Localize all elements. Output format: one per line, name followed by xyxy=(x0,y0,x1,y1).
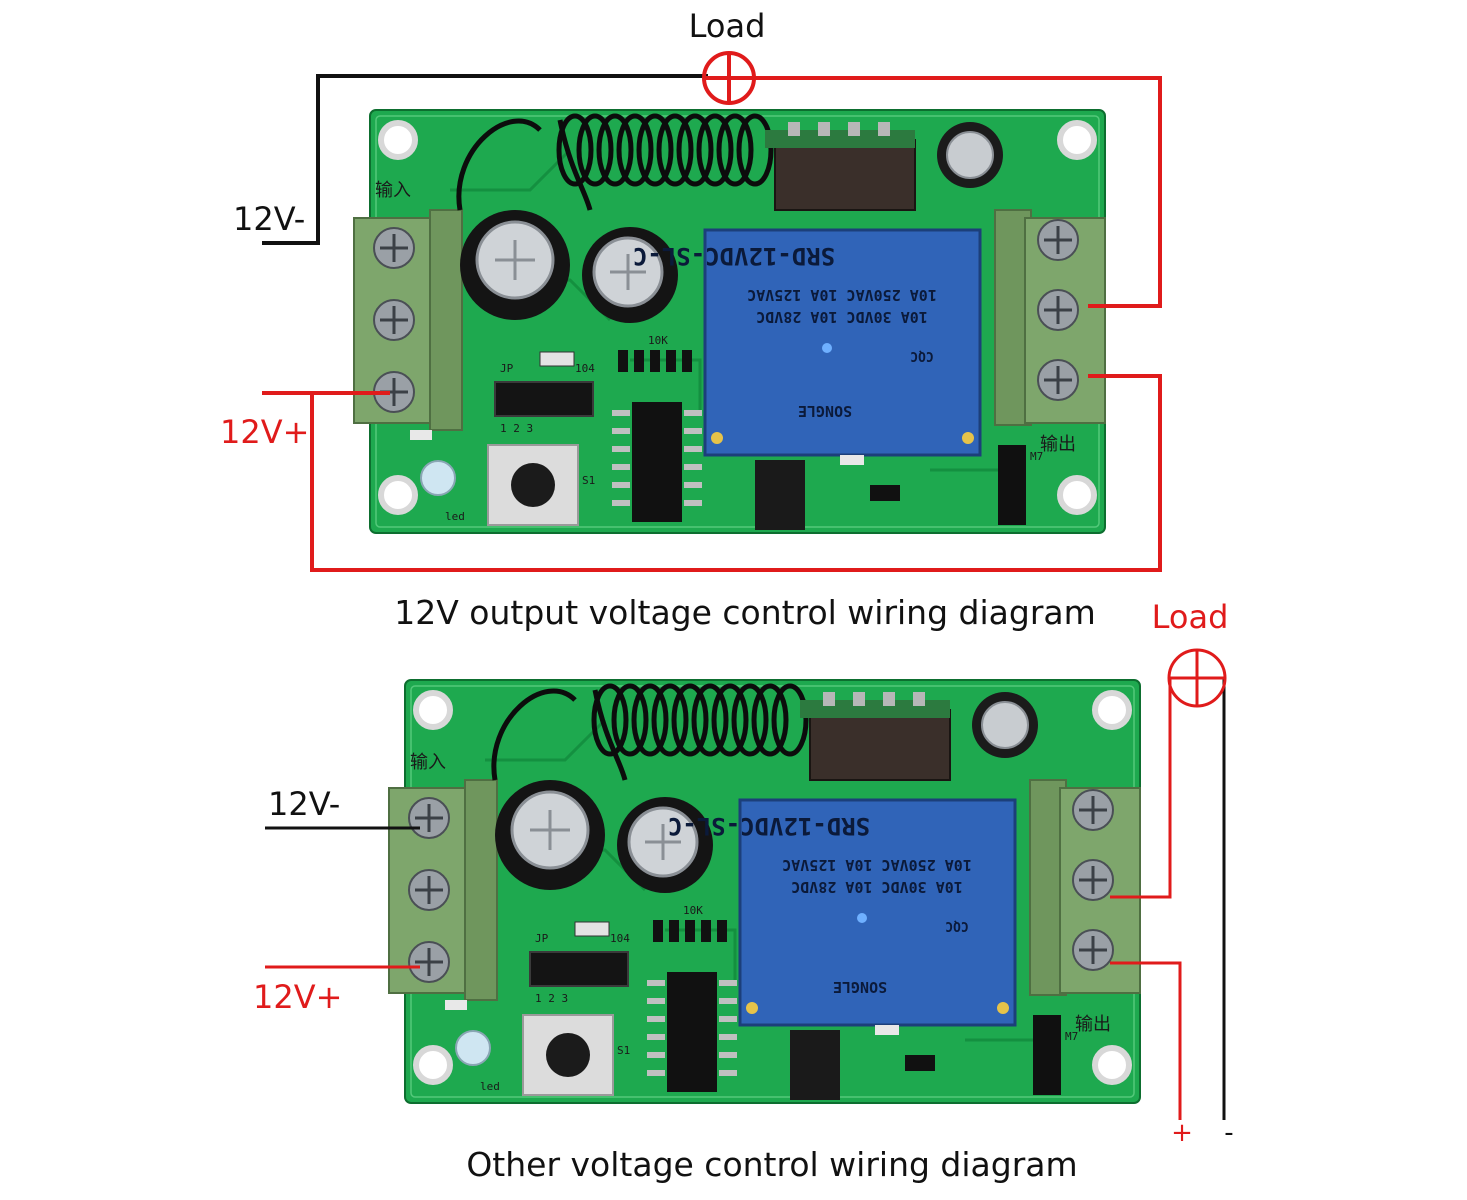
top-load-symbol xyxy=(702,51,756,105)
top-caption: 12V output voltage control wiring diagra… xyxy=(394,593,1096,632)
top-switch-label: S1 xyxy=(582,474,595,487)
bottom-output-to-load-wire xyxy=(1110,677,1172,899)
bottom-input-mark: 输入 xyxy=(410,752,446,773)
bottom-load-label: Load xyxy=(1152,598,1229,636)
top-positive-loop-wire xyxy=(310,374,1162,572)
top-output-mark: 输出 xyxy=(1040,434,1076,455)
top-led-label: led xyxy=(445,510,465,523)
top-resistor-label: 10K xyxy=(648,334,668,347)
top-diagram: 输入 输出 SRD-12VDC-SL-C 10A 250VAC 10A 125V… xyxy=(220,7,1162,632)
top-pos-label: 12V+ xyxy=(220,413,309,451)
top-relay-model: SRD-12VDC-SL-C xyxy=(633,242,835,270)
top-diode-label: M7 xyxy=(1030,450,1043,463)
bottom-relay-board xyxy=(389,680,1140,1103)
top-relay-rating-2: 10A 30VDC 10A 28VDC xyxy=(756,308,928,326)
bottom-plus-mark: + xyxy=(1171,1118,1193,1148)
bottom-cap-label: 104 xyxy=(610,932,630,945)
bottom-output-mark: 输出 xyxy=(1075,1014,1111,1035)
bottom-switch-label: S1 xyxy=(617,1044,630,1057)
bottom-diode-label: M7 xyxy=(1065,1030,1078,1043)
top-jumper-label: JP xyxy=(500,362,514,375)
bottom-load-symbol xyxy=(1167,648,1227,708)
top-relay-board xyxy=(354,110,1105,533)
bottom-minus-mark: - xyxy=(1224,1118,1233,1148)
bottom-neg-label: 12V- xyxy=(268,785,340,823)
bottom-relay-model: SRD-12VDC-SL-C xyxy=(668,812,870,840)
bottom-led-label: led xyxy=(480,1080,500,1093)
bottom-output-positive-wire xyxy=(1110,961,1182,1120)
bottom-relay-brand: SONGLE xyxy=(833,978,887,996)
top-input-mark: 输入 xyxy=(375,180,411,201)
bottom-jumper-pins: 1 2 3 xyxy=(535,992,568,1005)
top-load-label: Load xyxy=(689,7,766,45)
top-relay-brand: SONGLE xyxy=(798,402,852,420)
bottom-jumper-label: JP xyxy=(535,932,549,945)
top-load-to-output-wire xyxy=(752,76,1162,308)
top-relay-cert: CQC xyxy=(910,348,933,363)
top-negative-wire xyxy=(262,74,708,245)
bottom-relay-rating-1: 10A 250VAC 10A 125VAC xyxy=(782,856,972,874)
top-neg-label: 12V- xyxy=(233,200,305,238)
bottom-relay-cert: CQC xyxy=(945,918,968,933)
top-jumper-pins: 1 2 3 xyxy=(500,422,533,435)
bottom-diagram: 输入 输出 SRD-12VDC-SL-C 10A 250VAC 10A 125V… xyxy=(253,598,1234,1184)
top-relay-rating-1: 10A 250VAC 10A 125VAC xyxy=(747,286,937,304)
top-cap-label: 104 xyxy=(575,362,595,375)
bottom-resistor-label: 10K xyxy=(683,904,703,917)
bottom-relay-rating-2: 10A 30VDC 10A 28VDC xyxy=(791,878,963,896)
bottom-caption: Other voltage control wiring diagram xyxy=(466,1145,1077,1184)
bottom-pos-label: 12V+ xyxy=(253,978,342,1016)
